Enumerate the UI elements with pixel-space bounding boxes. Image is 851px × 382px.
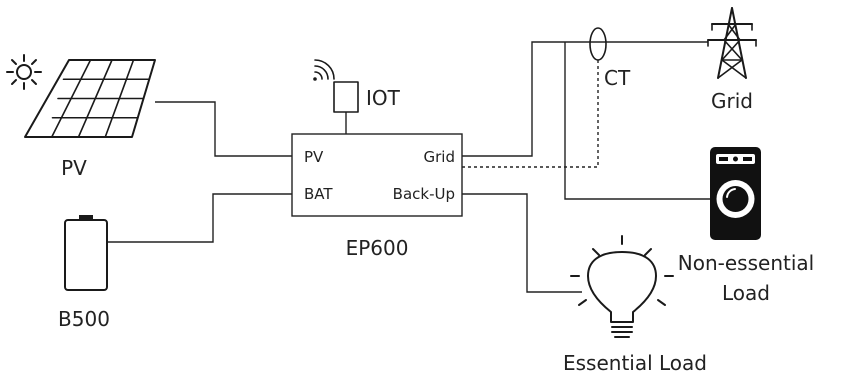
wire-battery [107, 193, 292, 243]
iot-module-icon [333, 81, 359, 113]
port-bat-label: BAT [304, 185, 333, 203]
inverter-label: EP600 [346, 236, 409, 260]
wire-pv [155, 101, 292, 157]
battery-icon [64, 215, 108, 291]
power-pylon-icon [707, 7, 757, 79]
wifi-icon [313, 59, 335, 81]
port-grid-label: Grid [424, 148, 455, 166]
washing-machine-icon [710, 147, 761, 240]
wire-backup [462, 193, 582, 293]
ct-label: CT [604, 66, 631, 90]
pv-label: PV [61, 156, 87, 180]
iot-label: IOT [366, 86, 401, 110]
nonessential-label-line1: Non-essential [678, 251, 814, 275]
battery-label: B500 [58, 307, 110, 331]
wire-ct-signal [462, 60, 599, 168]
essential-load-label: Essential Load [563, 351, 707, 375]
wires [107, 41, 710, 293]
port-backup-label: Back-Up [393, 185, 455, 203]
wire-nonessential [564, 42, 710, 200]
solar-panel-icon [24, 59, 156, 138]
light-bulb-icon [570, 235, 674, 338]
grid-label: Grid [711, 89, 753, 113]
inverter-box [291, 133, 463, 217]
nonessential-label-line2: Load [722, 281, 770, 305]
ct-clamp-icon [589, 27, 607, 61]
wire-grid [462, 41, 708, 157]
port-pv-label: PV [304, 148, 324, 166]
sun-icon [6, 54, 42, 90]
